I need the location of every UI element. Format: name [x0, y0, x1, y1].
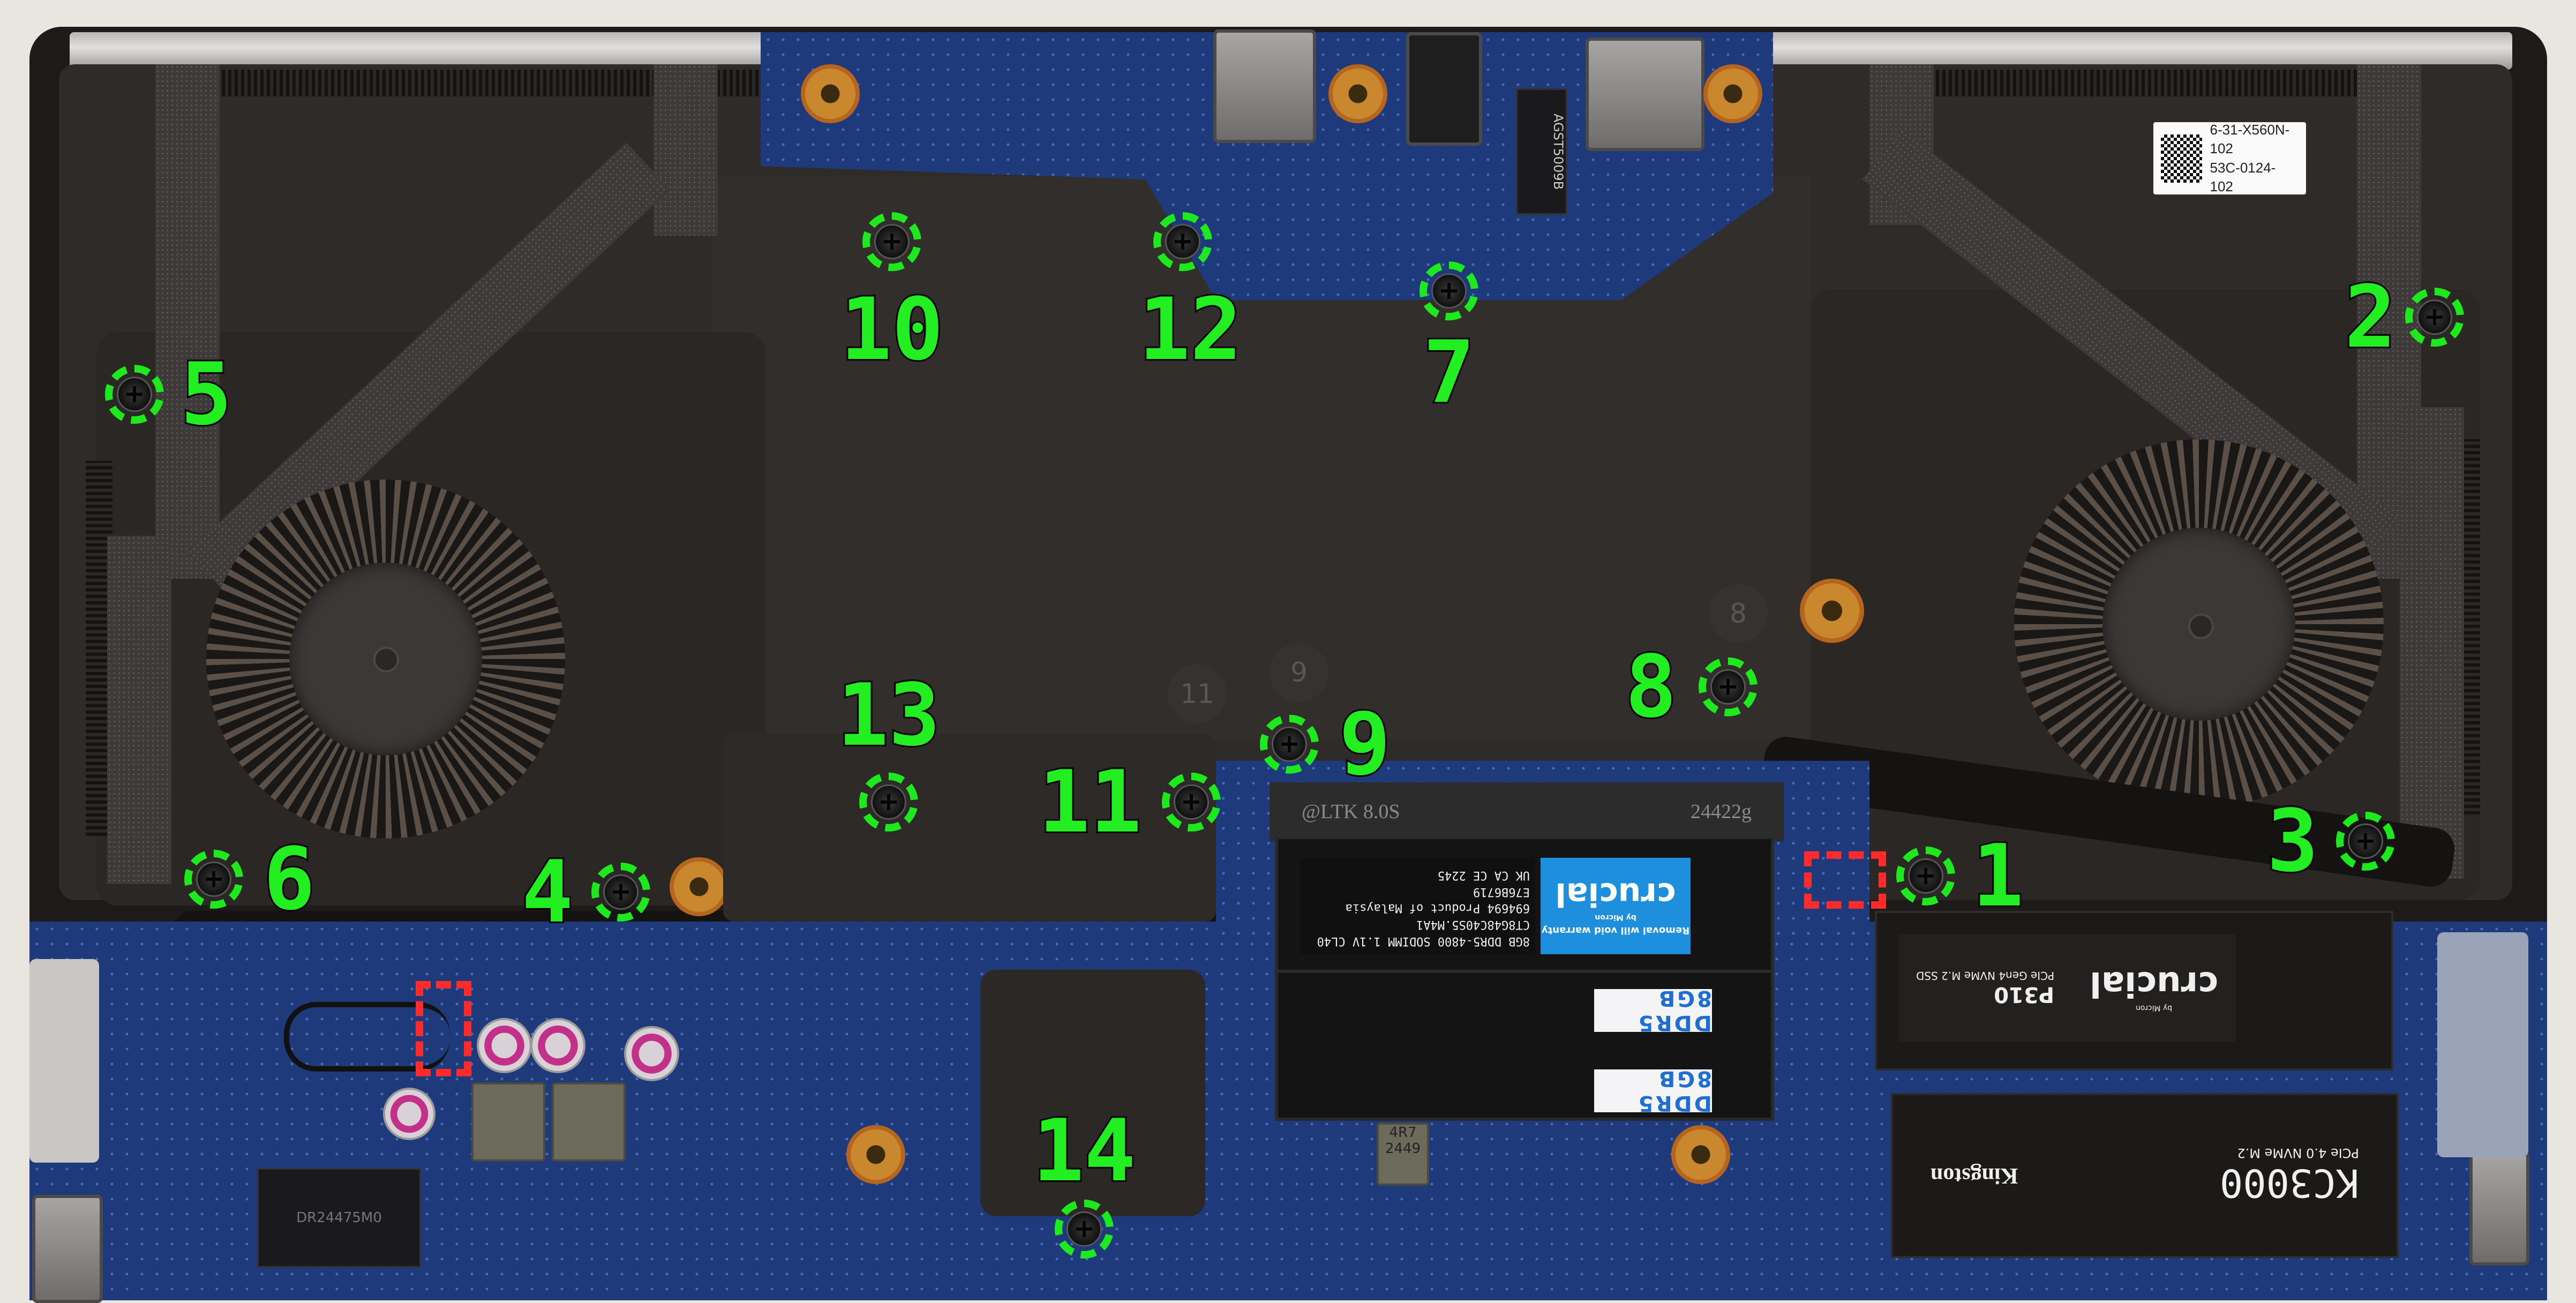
ram-sticker-top: DDR5 8GB	[1594, 986, 1712, 1035]
serial-sticker: 6-31-X560N-102 53C-0124-102	[2153, 122, 2306, 194]
foam-strip-left-top	[654, 64, 718, 236]
screw-4[interactable]	[591, 863, 650, 922]
ssd-label: by Micron crucial P310 PCIe Gen4 NVMe M.…	[1898, 934, 2236, 1042]
right-heatsink-fins	[1891, 70, 2400, 96]
dashed-ring-icon	[1162, 773, 1221, 832]
dashed-ring-icon	[1055, 1200, 1114, 1259]
screw-number-label: 1	[1971, 826, 2025, 926]
screw-14[interactable]	[1055, 1200, 1114, 1259]
right-bracket	[2437, 932, 2528, 1157]
foam-strip-left-vertical	[155, 64, 220, 579]
dc-jack	[1406, 32, 1482, 146]
capacitor-3	[624, 1026, 679, 1081]
gpu-heatsink-plate	[723, 734, 1216, 922]
inductor-1	[471, 1082, 545, 1162]
dashed-ring-icon	[591, 863, 650, 922]
foam-strip-left-lower	[107, 536, 171, 884]
screw-number-label: 2	[2343, 267, 2398, 367]
rj45-port	[1586, 38, 1704, 151]
dashed-ring-icon	[1896, 847, 1955, 905]
screw-1[interactable]	[1896, 847, 1955, 905]
dashed-ring-icon	[2405, 288, 2464, 347]
ram-spec-label: 8GB DDR5-4800 SODIMM 1.1V CL40 CT8G48C40…	[1300, 858, 1535, 954]
ssd-label: KC3000 PCIe 4.0 NVMe M.2 Kingston	[1931, 1145, 2359, 1205]
screw-number-label: 11	[1037, 752, 1144, 852]
dashed-ring-icon	[1153, 212, 1212, 271]
lan-chip-label: AGST5009B	[1551, 113, 1566, 190]
datamatrix-code	[2161, 134, 2203, 183]
ram-slot: @LTK 8.0S 24422g	[1270, 782, 1784, 841]
screw-number-label: 9	[1338, 694, 1392, 794]
screw-number-label: 3	[2265, 791, 2320, 891]
screw-10[interactable]	[862, 212, 921, 271]
screw-8[interactable]	[1699, 657, 1758, 716]
screw-number-label: 12	[1137, 279, 1244, 379]
capacitor-1	[477, 1018, 532, 1073]
inductor-2	[552, 1082, 626, 1162]
m2-slot-label: DR24475M0	[296, 1210, 382, 1226]
screw-13[interactable]	[859, 773, 918, 832]
standoff-bottom-right	[1671, 1125, 1730, 1184]
screw-7[interactable]	[1420, 261, 1478, 320]
dashed-ring-icon	[184, 850, 243, 909]
capacitor-2	[530, 1018, 585, 1073]
ram-module-top: 8GB DDR5-4800 SODIMM 1.1V CL40 CT8G48C40…	[1275, 836, 1774, 976]
ram-slot-code: 24422g	[1691, 800, 1752, 823]
molded-number-11: 11	[1168, 664, 1227, 723]
screw-3[interactable]	[2336, 812, 2395, 871]
standoff-gpu	[670, 857, 729, 916]
screw-2[interactable]	[2405, 288, 2464, 347]
screw-number-label: 7	[1422, 322, 1476, 422]
left-fan-hub-center	[373, 647, 399, 672]
screw-11[interactable]	[1162, 773, 1221, 832]
dashed-ring-icon	[1260, 715, 1319, 774]
standoff-cpu	[1800, 579, 1864, 643]
molded-number-8: 8	[1709, 584, 1768, 643]
usb-port-right	[2469, 1152, 2529, 1265]
left-fan-connector-marker	[416, 981, 471, 1076]
lan-transformer-chip: AGST5009B	[1516, 88, 1567, 215]
inductor-4r7: 4R7 2449	[1377, 1122, 1429, 1186]
dashed-ring-icon	[1699, 657, 1758, 716]
standoff-bottom-left	[846, 1125, 905, 1184]
vrm-heatsink-plate	[980, 970, 1205, 1216]
standoff-2	[1328, 64, 1387, 123]
standoff-1	[801, 64, 860, 123]
dashed-ring-icon	[2336, 812, 2395, 871]
screw-number-label: 14	[1031, 1100, 1138, 1201]
standoff-3	[1703, 64, 1762, 123]
dashed-ring-icon	[1420, 261, 1478, 320]
foam-strip-right-lower	[2400, 407, 2464, 879]
screw-12[interactable]	[1153, 212, 1212, 271]
sticker-line-2: 53C-0124-102	[2210, 159, 2276, 194]
cpu-fan-connector-marker	[1804, 851, 1886, 909]
dashed-ring-icon	[859, 773, 918, 832]
usb-port-left	[32, 1195, 103, 1303]
crucial-warranty-tag: Removal will void warranty by Micron cru…	[1541, 858, 1691, 954]
capacitor-4	[383, 1088, 435, 1140]
dashed-ring-icon	[105, 365, 164, 424]
hdmi-port	[1213, 29, 1316, 143]
screw-number-label: 5	[179, 344, 234, 444]
molded-number-9: 9	[1270, 643, 1328, 702]
left-bracket	[29, 959, 99, 1163]
ssd-kingston-kc3000: KC3000 PCIe 4.0 NVMe M.2 Kingston	[1891, 1093, 2399, 1258]
ssd-crucial-p310: by Micron crucial P310 PCIe Gen4 NVMe M.…	[1875, 911, 2393, 1070]
screw-9[interactable]	[1260, 715, 1319, 774]
screw-number-label: 13	[836, 665, 942, 765]
dashed-ring-icon	[862, 212, 921, 271]
screw-number-label: 4	[520, 842, 575, 942]
screw-5[interactable]	[105, 365, 164, 424]
screw-number-label: 10	[839, 279, 945, 379]
screw-number-label: 8	[1624, 636, 1678, 737]
screw-number-label: 6	[262, 829, 317, 929]
ram-module-bottom: DDR5 8GB DDR5 8GB	[1275, 970, 1774, 1121]
fan-cable	[284, 1002, 450, 1072]
right-fan-hub-center	[2188, 613, 2214, 639]
sticker-line-1: 6-31-X560N-102	[2210, 122, 2290, 157]
screw-6[interactable]	[184, 850, 243, 909]
ram-sticker-bottom: DDR5 8GB	[1594, 1066, 1712, 1115]
m2-slot-left: DR24475M0	[257, 1168, 421, 1268]
ram-slot-text: @LTK 8.0S	[1302, 800, 1400, 823]
